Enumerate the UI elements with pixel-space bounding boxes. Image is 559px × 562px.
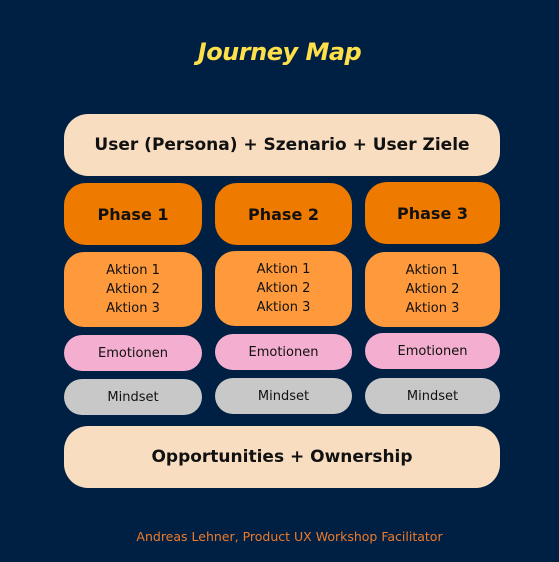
- action-item: Aktion 3: [106, 301, 160, 316]
- phase-3-mindset-box: Mindset: [365, 378, 500, 414]
- phase-2-box: Phase 2: [215, 183, 352, 245]
- header-box-user-scenario-goals: User (Persona) + Szenario + User Ziele: [64, 114, 500, 176]
- action-item: Aktion 3: [405, 301, 460, 316]
- phase-1-actions-box: Aktion 1 Aktion 2 Aktion 3: [64, 252, 202, 327]
- phase-3-box: Phase 3: [365, 182, 500, 244]
- phase-1-box: Phase 1: [64, 183, 202, 245]
- action-item: Aktion 1: [106, 263, 160, 278]
- phase-3-emotion-box: Emotionen: [365, 333, 500, 369]
- phase-1-mindset-box: Mindset: [64, 379, 202, 415]
- phase-2-mindset-box: Mindset: [215, 378, 352, 414]
- action-item: Aktion 2: [106, 282, 160, 297]
- footer-box-opportunities-ownership: Opportunities + Ownership: [64, 426, 500, 488]
- diagram-title: Journey Map: [197, 38, 362, 66]
- phase-2-actions-box: Aktion 1 Aktion 2 Aktion 3: [215, 251, 352, 326]
- action-item: Aktion 1: [405, 263, 460, 278]
- action-item: Aktion 3: [256, 300, 311, 315]
- action-item: Aktion 1: [256, 262, 311, 277]
- action-item: Aktion 2: [256, 281, 311, 296]
- phase-2-emotion-box: Emotionen: [215, 334, 352, 370]
- action-item: Aktion 2: [405, 282, 460, 297]
- phase-1-emotion-box: Emotionen: [64, 335, 202, 371]
- phase-3-actions-box: Aktion 1 Aktion 2 Aktion 3: [365, 252, 500, 327]
- author-credit: Andreas Lehner, Product UX Workshop Faci…: [136, 529, 443, 544]
